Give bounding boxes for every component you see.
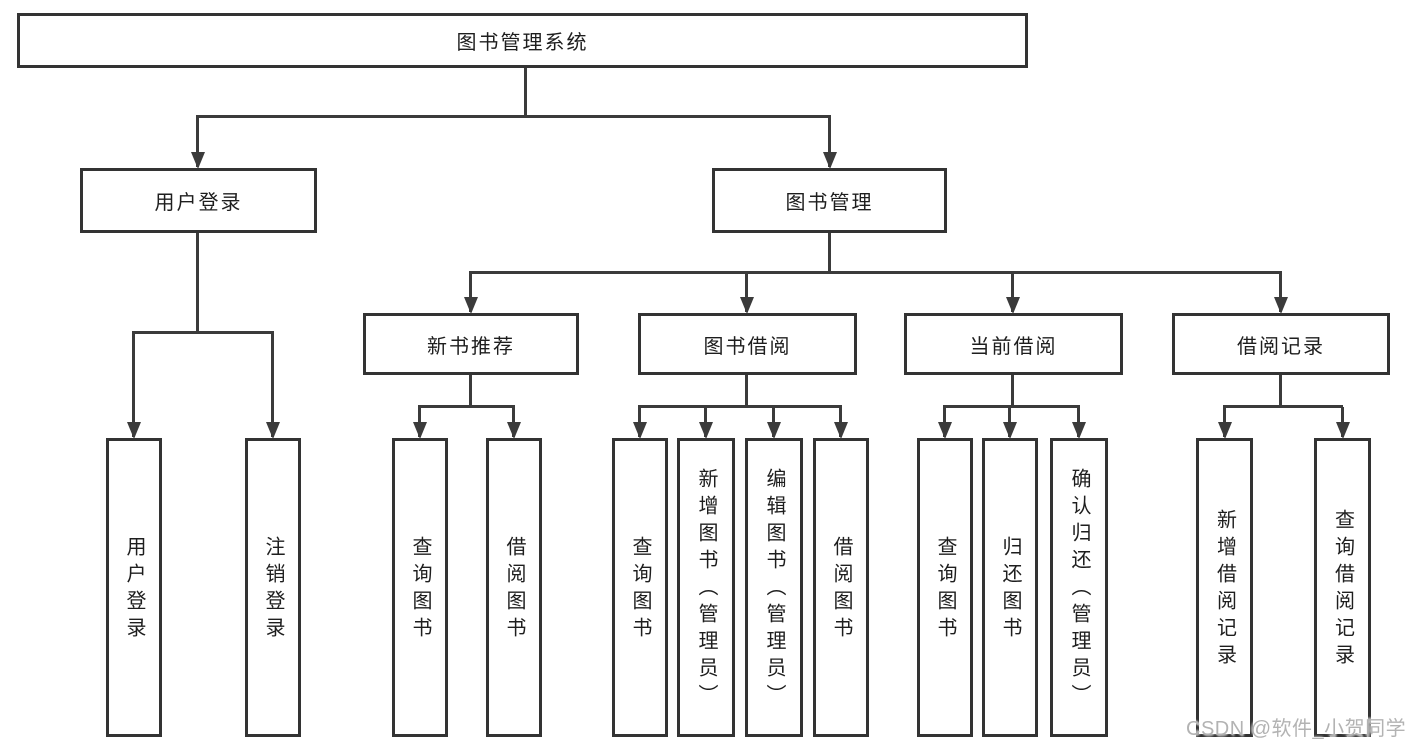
leaf-user-login-label: 用户登录 — [123, 535, 145, 644]
node-current-borrow: 当前借阅 — [904, 313, 1123, 375]
leaf-bb-query-books: 查询图书 — [612, 438, 668, 737]
leaf-nbr-borrow-books-label: 借阅图书 — [503, 535, 525, 644]
connector-br-stem — [1279, 375, 1282, 407]
arrow-to-leaf-logout — [265, 333, 280, 439]
leaf-br-add-record: 新增借阅记录 — [1196, 438, 1253, 737]
leaf-bb-add-books-admin-label: 新增图书（管理员） — [695, 468, 717, 711]
node-book-management-label: 图书管理 — [785, 192, 874, 214]
arrow-to-user-login — [190, 117, 205, 169]
leaf-logout: 注销登录 — [245, 438, 301, 737]
connector-nbr-branch — [418, 405, 515, 408]
arrow-to-bb-query — [632, 407, 647, 439]
connector-level2-branch — [469, 271, 1282, 274]
node-borrow-records: 借阅记录 — [1172, 313, 1390, 375]
connector-bb-branch — [638, 405, 842, 408]
arrow-to-book-borrow — [739, 273, 754, 314]
connector-br-branch — [1223, 405, 1343, 408]
connector-cb-stem — [1011, 375, 1014, 407]
node-borrow-records-label: 借阅记录 — [1237, 335, 1325, 358]
connector-bb-stem — [745, 375, 748, 407]
leaf-cb-return-books: 归还图书 — [982, 438, 1038, 737]
connector-user-login-branch — [132, 331, 274, 334]
arrow-to-new-book-recommend — [463, 273, 478, 314]
connector-level1-branch — [196, 115, 831, 118]
arrow-to-bb-edit — [766, 407, 781, 439]
node-root: 图书管理系统 — [17, 13, 1028, 68]
node-book-borrow: 图书借阅 — [638, 313, 857, 375]
node-new-book-recommend-label: 新书推荐 — [427, 335, 515, 358]
arrow-to-cb-return — [1002, 407, 1017, 439]
leaf-bb-borrow-books-label: 借阅图书 — [830, 535, 852, 644]
connector-root-stem — [524, 68, 527, 117]
connector-user-login-stem — [196, 233, 199, 334]
arrow-to-br-query — [1335, 407, 1350, 439]
arrow-to-cb-query — [937, 407, 952, 439]
leaf-bb-edit-books-admin: 编辑图书（管理员） — [745, 438, 803, 737]
leaf-nbr-borrow-books: 借阅图书 — [486, 438, 542, 737]
leaf-br-add-record-label: 新增借阅记录 — [1213, 508, 1236, 671]
arrow-to-nbr-query — [412, 407, 427, 439]
leaf-user-login: 用户登录 — [106, 438, 162, 737]
leaf-bb-add-books-admin: 新增图书（管理员） — [677, 438, 735, 737]
leaf-br-query-record-label: 查询借阅记录 — [1331, 508, 1354, 671]
node-book-borrow-label: 图书借阅 — [703, 335, 792, 358]
node-user-login: 用户登录 — [80, 168, 317, 233]
node-root-label: 图书管理系统 — [456, 32, 589, 54]
connector-cb-branch — [943, 405, 1080, 408]
leaf-bb-borrow-books: 借阅图书 — [813, 438, 869, 737]
connector-nbr-stem — [469, 375, 472, 407]
csdn-watermark: CSDN @软件_小贺同学 — [1186, 718, 1405, 740]
arrow-to-current-borrow — [1005, 273, 1020, 314]
node-new-book-recommend: 新书推荐 — [363, 313, 579, 375]
leaf-cb-query-books-label: 查询图书 — [934, 535, 956, 644]
connector-book-management-stem — [828, 233, 831, 273]
arrow-to-br-add — [1217, 407, 1232, 439]
arrow-to-nbr-borrow — [506, 407, 521, 439]
arrow-to-bb-borrow — [833, 407, 848, 439]
leaf-cb-query-books: 查询图书 — [917, 438, 973, 737]
leaf-logout-label: 注销登录 — [262, 535, 284, 644]
leaf-cb-confirm-return-admin-label: 确认归还（管理员） — [1068, 468, 1090, 711]
leaf-br-query-record: 查询借阅记录 — [1314, 438, 1371, 737]
leaf-bb-edit-books-admin-label: 编辑图书（管理员） — [763, 468, 785, 711]
leaf-nbr-query-books-label: 查询图书 — [409, 535, 431, 644]
node-current-borrow-label: 当前借阅 — [969, 335, 1058, 358]
arrow-to-leaf-user-login — [126, 333, 141, 439]
node-user-login-label: 用户登录 — [154, 192, 243, 214]
leaf-nbr-query-books: 查询图书 — [392, 438, 448, 737]
arrow-to-bb-add — [698, 407, 713, 439]
leaf-bb-query-books-label: 查询图书 — [629, 535, 651, 644]
arrow-to-book-management — [822, 117, 837, 169]
leaf-cb-return-books-label: 归还图书 — [999, 535, 1021, 644]
arrow-to-cb-confirm — [1071, 407, 1086, 439]
node-book-management: 图书管理 — [712, 168, 947, 233]
leaf-cb-confirm-return-admin: 确认归还（管理员） — [1050, 438, 1108, 737]
arrow-to-borrow-records — [1273, 273, 1288, 314]
